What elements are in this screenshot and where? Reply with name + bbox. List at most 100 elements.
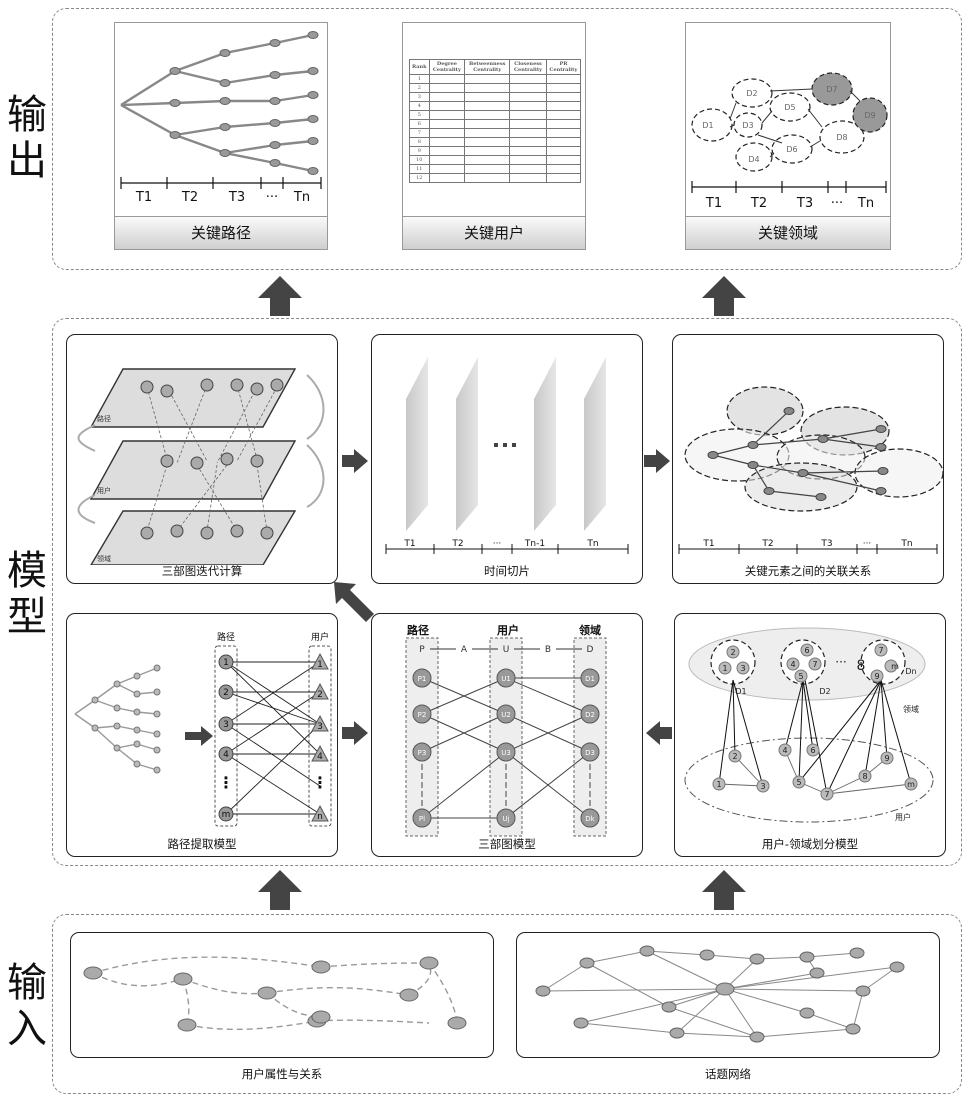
user-domain-partition-caption: 用户-领域划分模型 [675, 836, 945, 852]
d2-node: 6 [804, 646, 809, 655]
tripartite-iteration-panel: 路径 用户 领域 三部图迭代计算 [66, 334, 338, 584]
table-cell [429, 102, 465, 111]
table-cell [510, 174, 547, 183]
tripartite-model-diagram: 路径 用户 领域 P A U B D P1 P2 [372, 614, 643, 838]
key-element-relations-diagram: T1 T2 T3 ··· Tn [673, 335, 944, 565]
user-node-4: 4 [317, 752, 323, 762]
key-domains-dots: ··· [831, 196, 843, 211]
table-cell [429, 174, 465, 183]
slice-tn-1: Tn-1 [524, 539, 545, 549]
path-node-m: m [222, 810, 231, 820]
table-header-cell: Degree Centrality [429, 60, 465, 75]
time-slice-sheet [534, 357, 556, 531]
user-node-1: 1 [317, 660, 323, 670]
table-cell [546, 84, 580, 93]
domain-label: D6 [786, 145, 797, 154]
table-cell [546, 165, 580, 174]
relation-ellipse [855, 449, 943, 497]
table-cell [510, 147, 547, 156]
table-cell [546, 102, 580, 111]
slice-tn: Tn [586, 539, 598, 549]
right-arrow-icon [340, 720, 370, 746]
tripartite-p-node: P3 [418, 749, 427, 757]
d2-node: 4 [790, 660, 795, 669]
d2-node: 7 [812, 660, 817, 669]
time-slice-sheet [584, 357, 606, 531]
domain-label: D4 [748, 155, 759, 164]
table-cell [546, 111, 580, 120]
path-node-1: 1 [223, 658, 229, 668]
time-slice-sheet [406, 357, 428, 531]
key-domains-graph: D1 D2 D3 D4 D5 D6 D7 D8 D9 T1 T2 T3 ··· … [686, 23, 891, 219]
up-arrow-icon [256, 274, 304, 318]
table-rank-cell: 3 [410, 93, 430, 102]
user-node: 1 [716, 780, 721, 789]
table-cell [465, 129, 510, 138]
table-cell [465, 84, 510, 93]
time-slice-diagram: T1 T2 ··· Tn-1 Tn [372, 335, 643, 565]
user-col-label: 用户 [311, 631, 329, 643]
tripartite-u-node: U1 [501, 675, 511, 683]
key-domains-t1: T1 [705, 196, 722, 211]
table-rank-cell: 10 [410, 156, 430, 165]
relation-dots: ··· [863, 539, 872, 549]
right-arrow-icon [642, 448, 672, 474]
table-cell [429, 84, 465, 93]
tripartite-u-node: U3 [501, 749, 511, 757]
table-cell [429, 165, 465, 174]
domain-label: D2 [746, 89, 757, 98]
table-rank-cell: 4 [410, 102, 430, 111]
tripartite-model-caption: 三部图模型 [372, 836, 642, 852]
user-domain-partition-diagram: 1 2 3 4 6 7 5 7 m 9 8 ··· D1 D2 Dn 领域 用户… [675, 614, 946, 838]
table-cell [465, 147, 510, 156]
table-cell [429, 120, 465, 129]
table-cell [429, 75, 465, 84]
time-slice-caption: 时间切片 [372, 563, 642, 579]
tripartite-iteration-diagram: 路径 用户 领域 [67, 335, 338, 565]
table-cell [465, 156, 510, 165]
user-node-3: 3 [317, 722, 323, 732]
table-cell [546, 93, 580, 102]
table-rank-cell: 9 [410, 147, 430, 156]
tripartite-header-user: 用户 [497, 623, 519, 637]
tripartite-p-node: Pl [419, 815, 425, 823]
tripartite-header-domain: 领域 [578, 623, 601, 637]
right-arrow-icon [185, 726, 213, 746]
domain-label: D9 [864, 111, 875, 120]
key-element-relations-panel: T1 T2 T3 ··· Tn 关键元素之间的关联关系 [672, 334, 944, 584]
table-rank-cell: 5 [410, 111, 430, 120]
dn-node: m [891, 662, 899, 671]
dn-node: 7 [878, 646, 883, 655]
d-label: Dn [905, 667, 916, 676]
table-rank-cell: 1 [410, 75, 430, 84]
table-cell [429, 156, 465, 165]
tripartite-p-node: P1 [418, 675, 427, 683]
path-extraction-caption: 路径提取模型 [67, 836, 337, 852]
tripartite-u-node: U2 [501, 711, 511, 719]
relation-a: A [461, 645, 468, 655]
path-extraction-diagram: 路径 用户 1 2 3 4 ⋮ m 1 2 3 4 ⋮ n [67, 614, 338, 838]
table-cell [465, 120, 510, 129]
path-node-2: 2 [223, 688, 229, 698]
user-node: 5 [796, 778, 801, 787]
user-node-2: 2 [317, 690, 323, 700]
d1-node: 1 [722, 664, 727, 673]
iter-layer-user: 用户 [97, 486, 111, 495]
key-paths-tree: T1 T2 T3 ··· Tn [115, 23, 328, 219]
table-cell [465, 138, 510, 147]
d1-node: 3 [740, 664, 745, 673]
table-row: 11 [410, 165, 581, 174]
table-rank-cell: 2 [410, 84, 430, 93]
domain-label: D8 [836, 133, 847, 142]
table-cell [510, 93, 547, 102]
output-band-label: 输出 [4, 92, 50, 184]
time-slice-panel: T1 T2 ··· Tn-1 Tn 时间切片 [371, 334, 643, 584]
user-node: 3 [760, 782, 765, 791]
key-domains-tn: Tn [857, 196, 874, 211]
user-node: 9 [884, 754, 889, 763]
table-cell [510, 120, 547, 129]
relation-u: U [503, 645, 510, 655]
input-band-label: 输入 [4, 960, 50, 1052]
table-cell [465, 75, 510, 84]
user-domain-partition-panel: 1 2 3 4 6 7 5 7 m 9 8 ··· D1 D2 Dn 领域 用户… [674, 613, 946, 857]
